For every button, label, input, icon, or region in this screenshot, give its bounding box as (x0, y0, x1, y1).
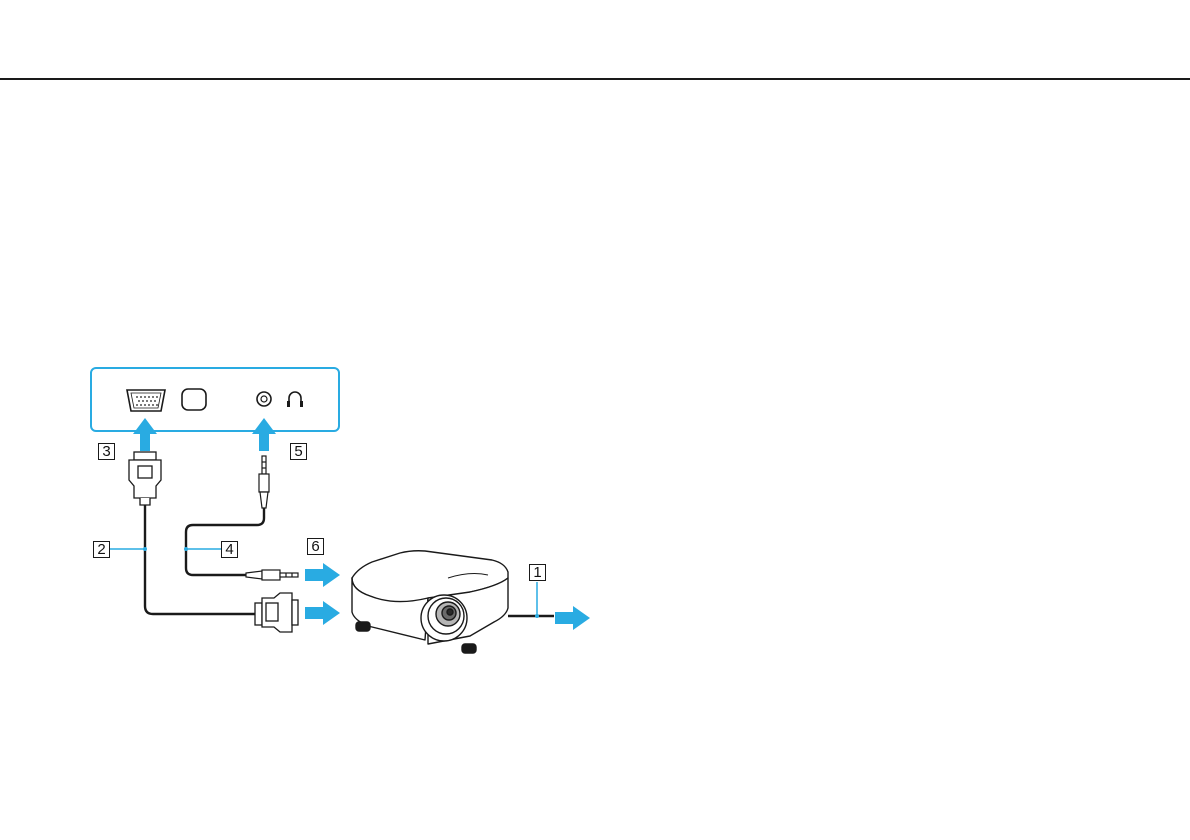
audio-plug-top (259, 456, 269, 508)
callout-5: 5 (290, 443, 307, 460)
projector-illustration (352, 551, 508, 653)
callout-3: 3 (98, 443, 115, 460)
vga-cable (145, 505, 255, 614)
audio-to-projector-arrow (305, 563, 340, 587)
callout-6: 6 (307, 538, 324, 555)
callout-4: 4 (221, 541, 238, 558)
power-outlet-arrow (555, 606, 590, 630)
callout-2: 2 (93, 541, 110, 558)
rounded-port-icon (182, 389, 206, 410)
monitor-port-icon (127, 390, 165, 411)
audio-plug-bottom (246, 570, 298, 580)
vga-to-projector-arrow (305, 601, 340, 625)
vga-connector-bottom (255, 593, 298, 632)
callout-1: 1 (529, 564, 546, 581)
vga-connector-top (129, 452, 161, 505)
headphone-jack-icon (257, 392, 271, 406)
